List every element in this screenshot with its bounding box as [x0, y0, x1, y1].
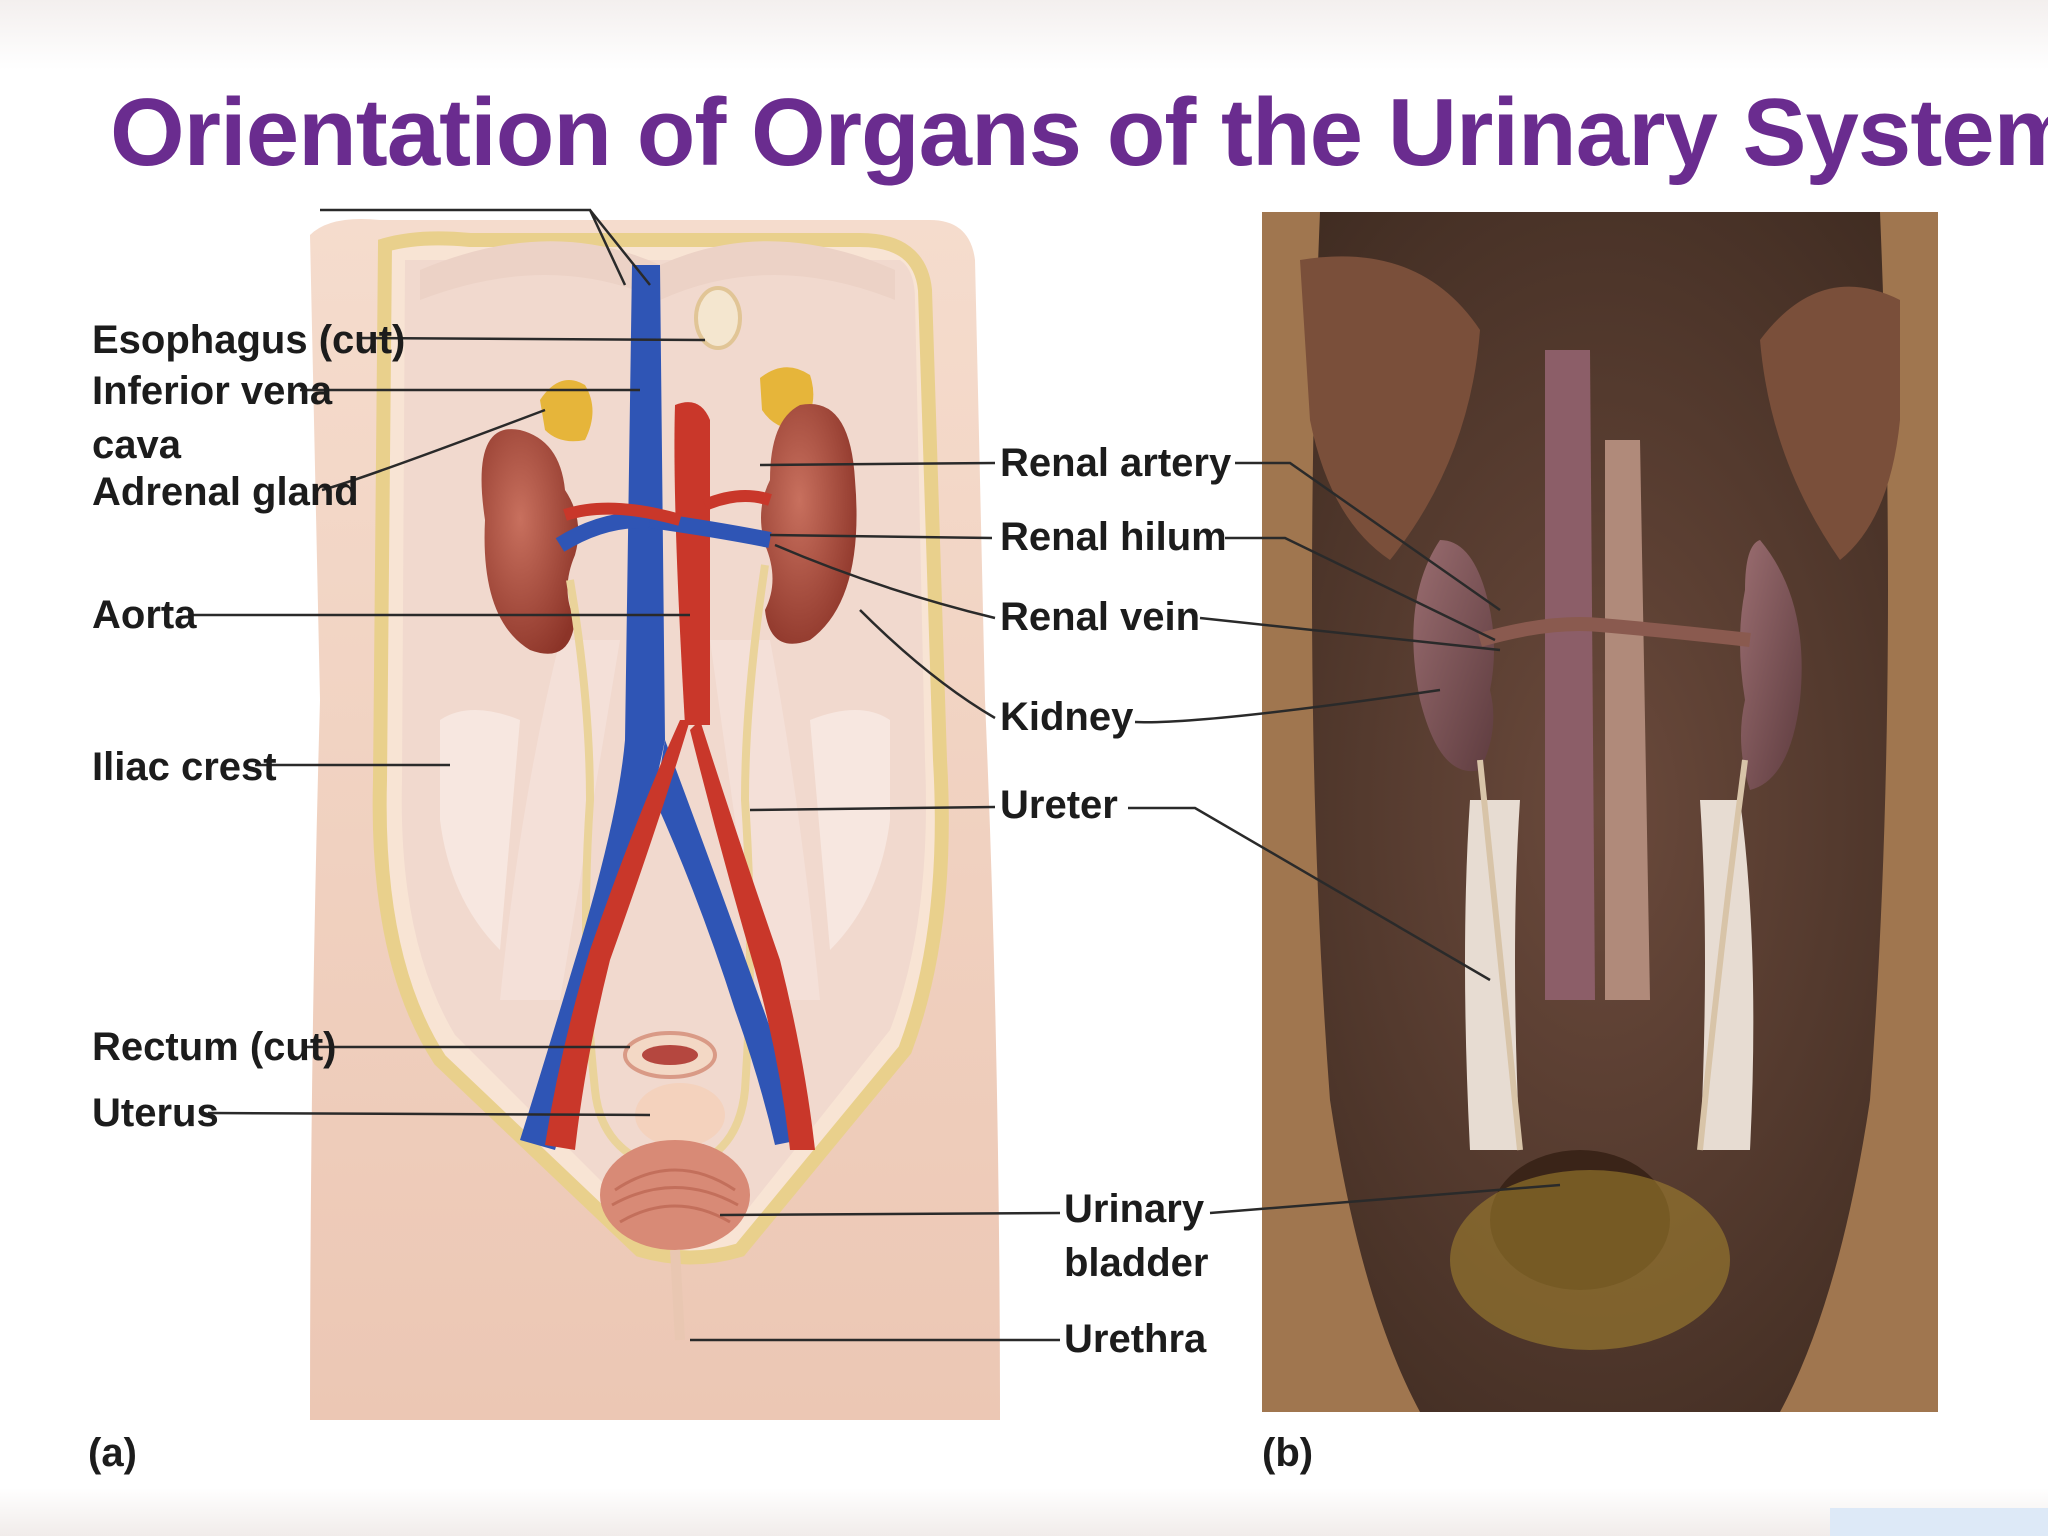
- leader-renal-vein-b: [1199, 616, 1501, 652]
- photo-left-body-wall: [1262, 212, 1420, 1412]
- aorta: [674, 402, 710, 725]
- leader-renal-hilum-b: [1225, 536, 1496, 642]
- rectum-lumen: [642, 1045, 698, 1065]
- leader-bladder-a: [719, 1211, 1061, 1217]
- urinary-bladder: [600, 1140, 750, 1250]
- left-adrenal-gland: [540, 380, 593, 442]
- photo-renal-vessels: [1478, 617, 1751, 647]
- photo-right-kidney: [1740, 540, 1802, 790]
- leader-ureter-b: [1128, 806, 1491, 982]
- leader-ureter-a: [749, 805, 996, 812]
- leader-renal-hilum-a: [769, 533, 993, 540]
- label-adrenal-gland: Adrenal gland: [92, 470, 359, 514]
- urethra: [670, 1249, 685, 1341]
- photo-ureters: [1477, 759, 1748, 1151]
- leader-renal-artery-a: [759, 461, 996, 467]
- right-psoas: [710, 640, 820, 1000]
- label-renal-vein: Renal vein: [1000, 595, 1201, 639]
- label-esophagus: Esophagus (cut): [92, 318, 406, 362]
- label-urethra: Urethra: [1064, 1317, 1207, 1361]
- leader-top-unlabeled: [320, 208, 651, 286]
- illustration-panel-a: [310, 219, 1000, 1420]
- photo-left-kidney: [1413, 540, 1494, 772]
- bottom-background-fade: [0, 1488, 2048, 1536]
- right-common-iliac-artery: [690, 720, 815, 1150]
- label-inferior-vena-cava-line2: cava: [92, 423, 181, 467]
- panel-label-b: (b): [1262, 1431, 1314, 1475]
- label-renal-hilum: Renal hilum: [1000, 515, 1227, 559]
- photo-left-psoas: [1465, 800, 1520, 1150]
- label-inferior-vena-cava-line1: Inferior vena: [92, 369, 333, 413]
- top-background-fade: [0, 0, 2048, 70]
- label-rectum: Rectum (cut): [92, 1025, 337, 1069]
- right-common-iliac-vein: [655, 740, 800, 1145]
- left-common-iliac-artery: [545, 720, 690, 1150]
- leader-kidney-a: [859, 609, 996, 720]
- photo-right-psoas: [1700, 800, 1754, 1150]
- photo-right-body-wall: [1780, 212, 1938, 1412]
- label-iliac-crest: Iliac crest: [92, 745, 277, 789]
- photo-pelvic-fat: [1450, 1170, 1730, 1350]
- photo-liver: [1300, 256, 1480, 560]
- label-ureter: Ureter: [1000, 783, 1118, 827]
- left-iliac-fossa: [440, 710, 520, 950]
- label-kidney: Kidney: [1000, 695, 1134, 739]
- right-renal-artery: [702, 490, 772, 511]
- photo-aorta: [1605, 440, 1650, 1000]
- corner-decoration: [1830, 1508, 2048, 1536]
- label-aorta: Aorta: [92, 593, 197, 637]
- leader-lines: [188, 208, 1561, 1342]
- leader-uterus: [207, 1111, 651, 1117]
- bladder-striations: [611, 1168, 739, 1224]
- leader-renal-artery-b: [1235, 461, 1501, 612]
- label-renal-artery: Renal artery: [1000, 441, 1232, 485]
- right-iliac-fossa: [810, 710, 890, 950]
- inferior-vena-cava: [520, 265, 665, 1150]
- leader-bladder-b: [1209, 1183, 1561, 1215]
- esophagus-cut: [694, 286, 742, 350]
- left-renal-vein: [555, 512, 641, 552]
- page-title: Orientation of Organs of the Urinary Sys…: [110, 79, 2048, 186]
- label-urinary-bladder-line2: bladder: [1064, 1241, 1209, 1285]
- uterus: [635, 1083, 725, 1147]
- panel-label-a: (a): [88, 1431, 137, 1475]
- label-uterus: Uterus: [92, 1091, 219, 1135]
- leader-adrenal: [321, 408, 546, 492]
- label-urinary-bladder-line1: Urinary: [1064, 1187, 1205, 1231]
- leader-kidney-b: [1134, 688, 1441, 724]
- leader-renal-vein-a: [774, 543, 996, 620]
- photo-spleen: [1760, 286, 1900, 560]
- left-kidney: [481, 429, 579, 654]
- photo-ivc: [1545, 350, 1595, 1000]
- leader-esophagus: [359, 336, 706, 342]
- cadaver-photo-panel-b: [1262, 212, 1938, 1412]
- left-renal-artery: [563, 502, 682, 526]
